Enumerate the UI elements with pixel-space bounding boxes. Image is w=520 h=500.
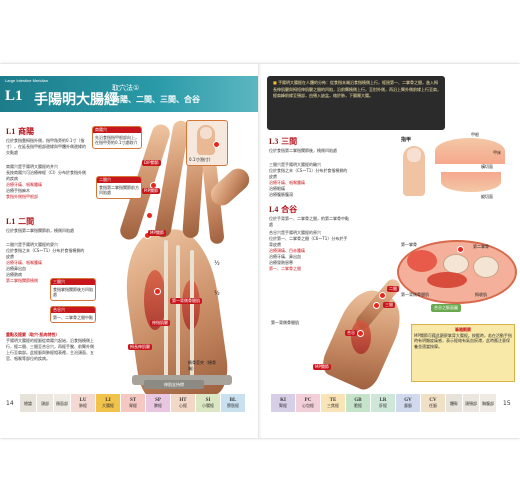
side-tab[interactable]: 頭部 [37,394,54,412]
section-sanjian-title: L3 三間 [269,137,298,146]
method-tag: 取穴法① [112,84,140,92]
page-number-left: 14 [6,400,14,407]
bubble-sanjian: 三間穴食指掌指關節後方凹陷處 [50,278,96,301]
label-nail-root: 甲根 [471,132,479,137]
right-page: ■ 手陽明大腸經在人體的分佈：從食指末端沿食指橈側上行，經過第一、二掌骨之間，進… [261,64,520,438]
observation-box: 筆隨觀察 MP關節可藉此觀察掌背大腸經。按壓時，若在活動手指時有明顯痠痛感，表示… [411,324,515,382]
label-cs-second-metacarpal: 第二掌骨 [473,244,489,249]
thumb-measure-label: 0.1寸(指寸) [189,157,211,162]
label-radial-styloid: 橈骨莖突（橈骨端） [188,360,216,371]
side-tab[interactable]: 顏面部 [54,394,71,412]
label-cross-section: 橫切面 [481,164,493,169]
label-cs-first-interosseous: 第一背側骨間肌 [401,292,429,297]
retinaculum-band: 伸肌支持帶 [144,380,204,389]
side-tab[interactable]: 胸腹部 [480,394,497,412]
label-interosseous-right: 第一背側骨間肌 [271,320,299,325]
section-sanjian-location: 位於食指第二掌指關節後，橈側凹陷處 [269,148,337,153]
section-hegu-location: 位於手背第一、二掌骨之間，約第二掌骨中點處 [269,216,349,227]
summary-title: 重點及提要（取穴·肌肉特性） [6,332,60,337]
label-hegu: 合谷 [345,330,357,336]
section-erjian-body: 二間穴是手陽明大腸經的滎穴 位於食指之末（CS～T1）分布於食指橈側的皮膚 治療… [6,242,85,283]
hand-illustration [92,119,257,406]
left-header: Large Intestine Meridian L1 手陽明大腸經 取穴法① … [0,76,259,112]
label-mp: MP關節 [148,230,166,236]
label-extensor-tendon: 伸指肌腱 [150,320,170,326]
thumb-inset: 0.1寸(指寸) [186,120,228,166]
label-longitudinal-section: 縱切面 [481,194,493,199]
observation-text: MP關節可藉此觀察掌背大腸經。按壓時，若在活動手指時有明顯痠痛感，表示經絡有氣血… [414,332,512,349]
label-cs-first-metacarpal: 第一掌骨 [401,242,417,247]
page-number-right: 15 [503,400,511,407]
points-list: 商陽、二間、三間、合谷 [112,95,200,104]
finger-title: 指甲 [401,137,412,143]
half-mark-1: ½ [214,260,220,267]
side-tab[interactable]: 頭頸部 [463,394,480,412]
label-nail-bed: 甲床 [493,150,501,155]
hand-illustration-right [317,276,411,394]
page-title: 手陽明大腸經 [34,92,118,108]
label-cs-adductor: 拇收肌 [475,292,487,297]
erjian-point [146,212,153,219]
label-extensor-pollicis-longus: 拇長伸肌腱 [128,344,152,350]
hegu-point [154,288,161,295]
hegu-cross-section: 第一背側骨間肌 拇收肌 第二掌骨 第一掌骨 合谷之斷面圖 [397,240,517,314]
bubble-erjian: 二間穴食指第二掌指關節前方凹陷處 [96,176,142,199]
header-subtitle: Large Intestine Meridian [5,78,48,83]
section-shangyang-location: 位於食指靠拇指外側，指甲角旁約0.1寸（指寸），在延長指甲根部邊緣與甲體外側邊緣… [6,138,86,155]
label-sanjian: 三間 [383,302,395,308]
meridian-code: L1 [5,88,23,104]
side-tab[interactable]: 體幹 [446,394,463,412]
book-gutter [258,64,262,438]
bubble-shangyang: 商陽穴先沿食指指甲根部向上，在指甲旁約0.1寸處取穴 [92,126,142,149]
section-shangyang-body: 商陽穴是手陽明大腸經的井穴 長按商陽穴可治療神經（CI）分布於食指外側的疾病 治… [6,164,86,199]
label-pip: PIP關節 [142,188,161,194]
side-tab[interactable]: 總論 [20,394,37,412]
section-sanjian-body: 三間穴是手陽明大腸經的輸穴 位於食指之末（CS～T1）分布於食指橈側的皮膚 治療… [269,162,348,197]
section-hegu-title: L4 合谷 [269,205,298,214]
section-shangyang-title: L1 商陽 [6,127,35,136]
label-mp-joint: MP關節 [313,364,331,370]
bubble-hegu: 合谷穴第一、二掌骨之間中點 [50,306,96,323]
summary-text: 手陽明大腸經的經脈從商陽穴起始，沿食指橈側上行，經二間、三間至合谷穴，再經手腕、… [6,338,94,361]
label-dip: DIP關節 [142,160,161,166]
finger-cross-sections: 指甲 甲根 甲床 橫切面 縱切面 [401,132,513,202]
intro-note: ■ 手陽明大腸經在人體的分佈：從食指末端沿食指橈側上行，經過第一、二掌骨之間，進… [267,76,445,130]
section-erjian-title: L1 二間 [6,217,35,226]
cross-section-caption: 合谷之斷面圖 [431,304,461,312]
label-erjian: 二間 [387,286,399,292]
half-mark-2: ½ [214,290,220,297]
observation-title: 筆隨觀察 [455,327,471,332]
book-spread: Large Intestine Meridian L1 手陽明大腸經 取穴法① … [0,64,520,438]
section-erjian-location: 位於食指第二掌指關節前，橈側凹陷處 [6,228,74,233]
label-first-dorsal-interosseous: 第一背側骨間肌 [170,298,202,304]
summary-block: 重點及提要（取穴·肌肉特性） 手陽明大腸經的經脈從商陽穴起始，沿食指橈側上行，經… [6,332,94,362]
section-hegu-body: 合谷穴是手陽明大腸經的原穴 位於第一、二掌骨之間（C6～T1）分布於手背皮膚 治… [269,230,348,271]
left-page: Large Intestine Meridian L1 手陽明大腸經 取穴法① … [0,64,259,438]
